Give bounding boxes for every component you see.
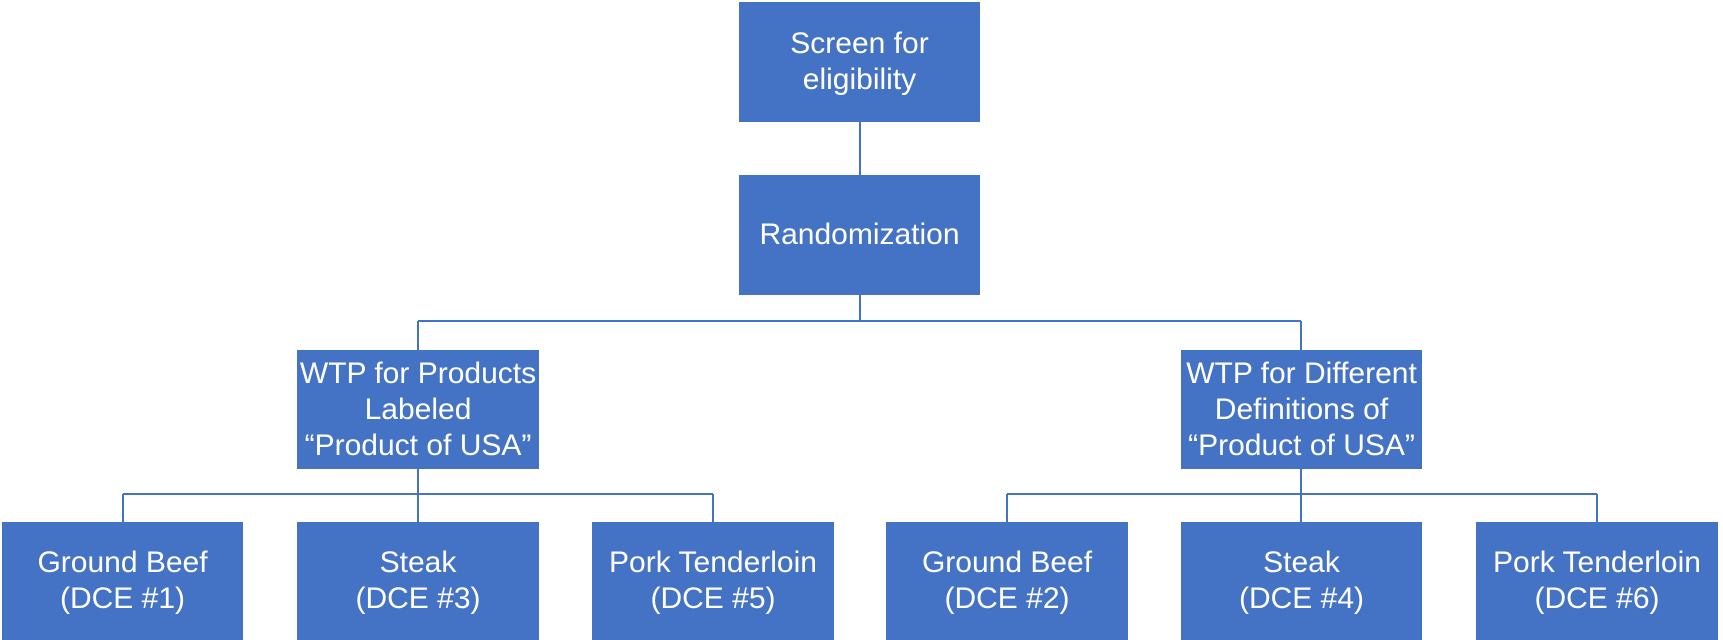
node-label: Ground Beef (DCE #2): [921, 546, 1093, 615]
node-leaf-steak-dce3: Steak (DCE #3): [297, 522, 539, 640]
node-label: Ground Beef (DCE #1): [37, 546, 208, 615]
node-screen-for-eligibility: Screen for eligibility: [739, 2, 980, 122]
node-leaf-pork-tenderloin-dce5: Pork Tenderloin (DCE #5): [592, 522, 834, 640]
node-label: Pork Tenderloin (DCE #6): [1493, 546, 1701, 615]
node-label: Randomization: [759, 218, 960, 251]
node-label: Steak (DCE #4): [1238, 546, 1365, 615]
node-label: WTP for Products Labeled “Product of USA…: [299, 356, 537, 462]
node-leaf-ground-beef-dce2: Ground Beef (DCE #2): [886, 522, 1128, 640]
node-leaf-pork-tenderloin-dce6: Pork Tenderloin (DCE #6): [1476, 522, 1718, 640]
node-label: Pork Tenderloin (DCE #5): [609, 546, 817, 615]
node-branch-definitions-product-of-usa: WTP for Different Definitions of “Produc…: [1181, 350, 1422, 469]
node-leaf-ground-beef-dce1: Ground Beef (DCE #1): [2, 522, 243, 640]
node-label: WTP for Different Definitions of “Produc…: [1186, 356, 1417, 462]
node-leaf-steak-dce4: Steak (DCE #4): [1181, 522, 1422, 640]
node-randomization: Randomization: [739, 175, 980, 295]
node-label: Steak (DCE #3): [355, 546, 481, 615]
node-branch-labeled-product-of-usa: WTP for Products Labeled “Product of USA…: [297, 350, 539, 469]
node-label: Screen for eligibility: [790, 27, 929, 96]
